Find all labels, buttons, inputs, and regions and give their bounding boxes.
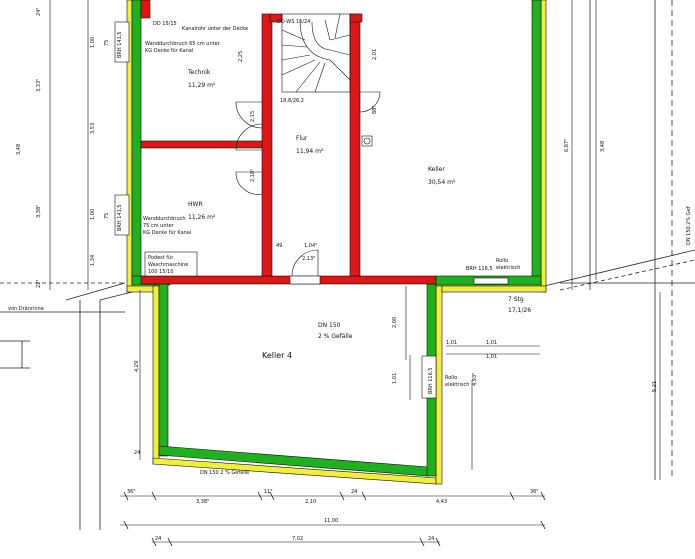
site-lines (0, 0, 695, 530)
dim-inner-1: 1,00 (90, 37, 96, 48)
dim-int-16: 24 (134, 450, 140, 456)
dim-int-13: 1,01 (392, 373, 398, 384)
dim-bottom3-3: 24 (428, 536, 434, 542)
dim-int-5: 2,18⁵ (250, 169, 256, 182)
dim-bottom-4: 2,10 (305, 499, 316, 505)
label-wanddurchbruch2-line3: KG Decke für Kanal (143, 230, 191, 236)
dim-left-5: 22⁵ (36, 280, 42, 288)
dim-bottom-6: 4,43 (436, 499, 447, 505)
dim-left-3: 3,48 (16, 144, 22, 155)
label-rollo2-line2: elektrisch (445, 382, 469, 388)
label-stg-line1: 7 Stg (508, 296, 524, 303)
label-drain: von Dränrinne (8, 306, 44, 312)
label-podest-line2: Waschmaschine (148, 262, 188, 268)
room-keller-area: 30,54 m² (428, 179, 456, 186)
dim-int-10: 1,01 (446, 340, 457, 346)
label-dn150-bottom: DN 150 2 % Gefälle (200, 470, 249, 476)
dim-window-1: 75 (104, 40, 110, 46)
dim-int-15: 4,29 (134, 361, 140, 372)
label-brh-wall2: BRH 141,5 (117, 204, 123, 231)
shaft-circle (363, 137, 371, 145)
room-technik-name: Technik (187, 69, 211, 76)
dimension-lines (49, 0, 661, 543)
window-bottom-right (473, 277, 509, 285)
dim-inner-2: 3,53 (90, 123, 96, 134)
dim-int-2: 2,01 (372, 49, 378, 60)
room-flur-area: 11,94 m² (296, 148, 324, 155)
dim-inner-3: 1,00 (90, 209, 96, 220)
label-wanddurchbruch2-line2: 75 cm unter (143, 223, 175, 229)
door-opening-bottom (289, 275, 321, 285)
label-wanddurchbruch1-line2: KG Decke für Kanal (145, 48, 193, 54)
dim-int-4: 88⁵ (372, 106, 378, 114)
dim-int-11: 1,01 (486, 340, 497, 346)
dim-bottom-5: 24 (351, 489, 357, 495)
label-brh-wall1: BRH 141,5 (117, 31, 123, 58)
dim-int-1: 2,25 (238, 51, 244, 62)
dim-bottom-1: 36⁵ (127, 489, 135, 495)
dim-bottom-3: 11⁵ (264, 489, 272, 495)
label-podest-line3: 100 15/10 (148, 269, 174, 275)
dim-int-3: 2,15 (250, 111, 256, 122)
label-dn150-right: DN 150 2% Gef (686, 206, 692, 245)
dim-int-7: 1,04⁵ (304, 243, 317, 249)
label-podest-line1: Podest für (148, 255, 174, 261)
label-rollo1-line2: elektrisch (496, 265, 520, 271)
room-keller4-name: Keller 4 (262, 351, 292, 360)
label-rollo1-line1: Rollo (496, 258, 508, 264)
room-hwr-area: 11,26 m² (188, 214, 216, 221)
dim-int-12: 1,01 (486, 354, 497, 360)
label-dn150-line1: DN 150 (318, 322, 341, 329)
label-stair-ratio: 18,8/26,2 (280, 98, 304, 104)
label-dd: DD 15/15 (153, 21, 177, 27)
label-wanddurchbruch1-line1: Wanddurchbruch 65 cm unter (145, 41, 221, 47)
red-walls (140, 0, 437, 285)
dim-left-2: 3,33⁵ (36, 79, 42, 92)
label-wanddurchbruch2-line1: Wanddurchbruch (143, 216, 186, 222)
dim-bottom3-2: 7,02 (292, 536, 303, 542)
room-hwr-name: HWR (188, 201, 203, 208)
dimension-ticks (123, 491, 546, 547)
shaft-symbol (361, 135, 373, 147)
room-flur-name: Flur (296, 135, 308, 142)
label-stg-line2: 17,1/26 (508, 307, 531, 314)
label-brh-bottom: BRH 116,5 (466, 266, 493, 272)
dim-int-6: 49 (276, 243, 282, 249)
dim-window-2: 75 (104, 213, 110, 219)
podest-box (144, 251, 198, 277)
dim-bottom-7: 36⁵ (530, 489, 538, 495)
windows (114, 21, 437, 399)
dim-int-9: 2,00 (392, 317, 398, 328)
dim-left-1: 24⁵ (36, 8, 42, 16)
dim-left-4: 3,38⁵ (36, 205, 42, 218)
label-dn150-line2: 2 % Gefälle (318, 333, 353, 340)
label-dows: DD-WS 15/24 (277, 19, 310, 25)
dim-int-8: 2,13⁵ (302, 256, 315, 262)
room-keller-name: Keller (428, 166, 445, 173)
dim-total: 11,00 (324, 518, 338, 524)
label-brh-wall3: BRH 116,5 (428, 367, 434, 394)
dim-bottom3-1: 24 (155, 536, 161, 542)
dim-bottom-2: 3,38⁵ (196, 499, 209, 505)
dim-int-14: 4,93⁵ (472, 373, 478, 386)
staircase (281, 13, 351, 93)
doors (235, 91, 381, 277)
dim-right-lower: 5,21 (652, 381, 658, 392)
dim-right-1: 6,87⁵ (564, 139, 570, 152)
label-rollo2-line1: Rollo (445, 375, 457, 381)
label-kanalrohr: Kanalrohr unter der Decke (182, 26, 248, 32)
dim-right-2: 3,48 (600, 141, 606, 152)
dim-inner-4: 1,34 (90, 255, 96, 266)
room-technik-area: 11,29 m² (188, 82, 216, 89)
